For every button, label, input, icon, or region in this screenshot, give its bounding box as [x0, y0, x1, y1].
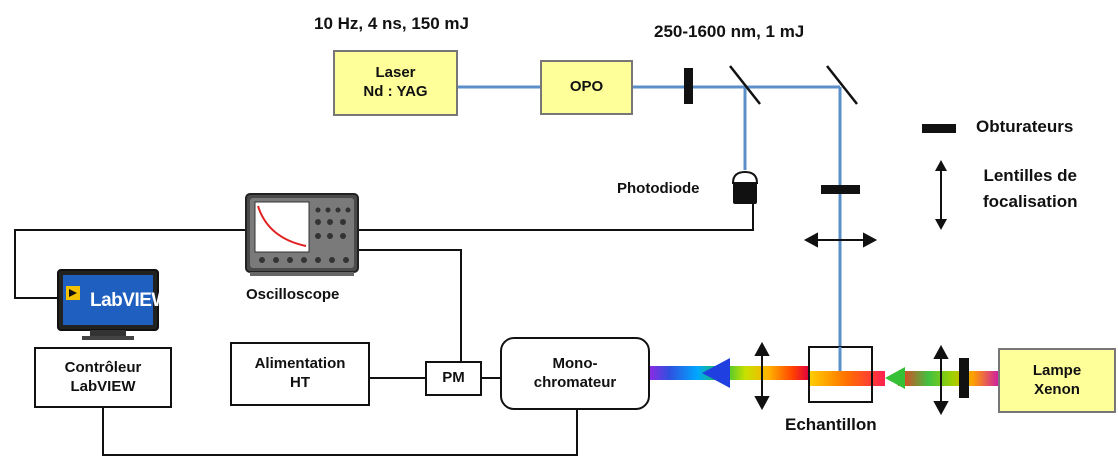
laser-box: Laser Nd : YAG: [333, 50, 458, 116]
photodiode-icon: [731, 170, 759, 204]
oscilloscope-icon: [245, 193, 359, 276]
laser-line1: Laser: [375, 64, 416, 82]
probe-arrow-left: [702, 358, 730, 388]
laser-line2: Nd : YAG: [363, 83, 428, 100]
probe-beam-right: [898, 371, 998, 386]
laser-params-title: 10 Hz, 4 ns, 150 mJ: [314, 14, 469, 33]
monitor-screen-text: LabVIEW: [90, 290, 169, 311]
monochromator-line1: Mono-: [552, 354, 598, 372]
legend-lens-symbol: [935, 160, 947, 230]
lamp-line2: Xenon: [1034, 380, 1080, 398]
probe-arrow-right: [885, 367, 905, 389]
oscilloscope-label: Oscilloscope: [246, 286, 340, 303]
legend-lenses-label: Lentilles de focalisation: [983, 166, 1077, 213]
shutter-lamp: [959, 358, 969, 398]
cables: [14, 204, 754, 456]
opo-params-title: 250-1600 nm, 1 mJ: [654, 22, 805, 41]
lens-vertical-beam: [803, 232, 878, 248]
pm-box: PM: [425, 361, 482, 396]
mirror-1: [729, 65, 761, 105]
xenon-lamp-box: Lampe Xenon: [998, 348, 1116, 413]
lens-probe-right: [933, 344, 949, 416]
probe-beam-sample: [809, 371, 885, 386]
pm-label: PM: [442, 369, 465, 387]
mirror-2: [826, 65, 858, 105]
monochromator-line2: chromateur: [533, 373, 617, 391]
legend-shutter-symbol: [922, 124, 956, 133]
legend-shutters-label: Obturateurs: [976, 117, 1074, 136]
shutter-sample: [821, 185, 860, 194]
laser-beam: [458, 85, 842, 368]
photodiode-label: Photodiode: [617, 180, 700, 197]
alimentation-line2: HT: [290, 374, 310, 391]
legend-lenses-line1: Lentilles de: [983, 166, 1077, 185]
alimentation-line1: Alimentation: [254, 355, 346, 373]
sample-label: Echantillon: [785, 415, 877, 434]
opo-box: OPO: [540, 60, 633, 115]
lamp-line1: Lampe: [1032, 361, 1082, 379]
legend-lenses-line2: focalisation: [983, 192, 1078, 212]
shutter-opo: [684, 68, 693, 104]
controller-line1: Contrôleur: [64, 358, 142, 376]
opo-label: OPO: [569, 78, 604, 96]
monitor-icon: [57, 269, 159, 340]
lens-probe-left: [754, 341, 770, 411]
power-supply-box: Alimentation HT: [230, 342, 370, 406]
monochromator-box: Mono- chromateur: [500, 337, 650, 410]
controller-line2: LabVIEW: [70, 377, 136, 395]
labview-controller-box: Contrôleur LabVIEW: [34, 347, 172, 408]
